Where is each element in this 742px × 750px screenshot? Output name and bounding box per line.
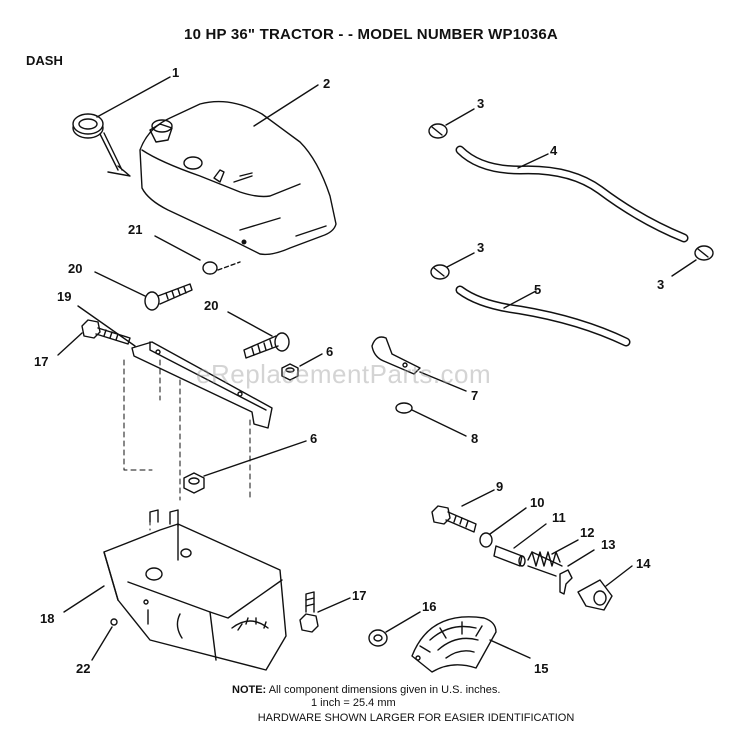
hose-clamp-top [428,123,448,139]
washer-small [202,261,218,275]
callout-9: 9 [496,479,503,494]
callout-16: 16 [422,599,436,614]
callout-22: 22 [76,661,90,676]
callout-2: 2 [323,76,330,91]
dash-bracket [131,341,273,429]
callout-17: 17 [34,354,48,369]
note-label: NOTE: [232,684,267,696]
note-line1: All component dimensions given in U.S. i… [268,684,501,696]
dimension-note: NOTE: All component dimensions given in … [232,684,500,710]
bolt-left [81,319,131,345]
nut-small [368,629,388,647]
washer-flat [479,532,493,548]
callout-20: 20 [68,261,82,276]
nut-lower [183,472,205,494]
hose-clamp-mid [430,264,450,280]
callout-3: 3 [477,240,484,255]
note-line2: 1 inch = 25.4 mm [311,697,396,709]
spring [527,551,563,577]
callout-3: 3 [657,277,664,292]
callout-6: 6 [326,344,333,359]
rivet [110,618,118,626]
callout-10: 10 [530,495,544,510]
callout-4: 4 [550,143,558,158]
washer [395,402,413,414]
watermark: eReplacementParts.com [196,359,492,389]
bolt [431,505,477,533]
callout-3: 3 [477,96,484,111]
spacer [493,545,526,567]
callout-20: 20 [204,298,218,313]
screw-right [243,332,290,359]
callout-13: 13 [601,537,615,552]
callout-11: 11 [552,510,566,525]
hardware-note: HARDWARE SHOWN LARGER FOR EASIER IDENTIF… [257,712,575,724]
section-label: DASH [26,53,63,68]
callout-18: 18 [40,611,54,626]
callout-1: 1 [172,65,179,80]
clip [371,336,421,375]
callout-7: 7 [471,388,478,403]
screw-left [144,283,193,311]
pivot-bracket [577,579,613,611]
callout-8: 8 [471,431,478,446]
hose-clamp-right [694,245,714,261]
callout-17: 17 [352,588,366,603]
callout-5: 5 [534,282,541,297]
callout-14: 14 [636,556,651,571]
gas-cap [72,113,131,177]
diagram-title: 10 HP 36" TRACTOR - - MODEL NUMBER WP103… [184,26,558,43]
callout-6: 6 [310,431,317,446]
bolt-lower [299,591,319,633]
callout-19: 19 [57,289,71,304]
callout-21: 21 [128,222,142,237]
callout-15: 15 [534,661,548,676]
callout-12: 12 [580,525,594,540]
dash-panel [103,509,287,671]
nut-upper [281,363,299,381]
fuel-tank [139,100,337,256]
retainer-clip [559,569,573,595]
indicator-plate [411,616,497,673]
